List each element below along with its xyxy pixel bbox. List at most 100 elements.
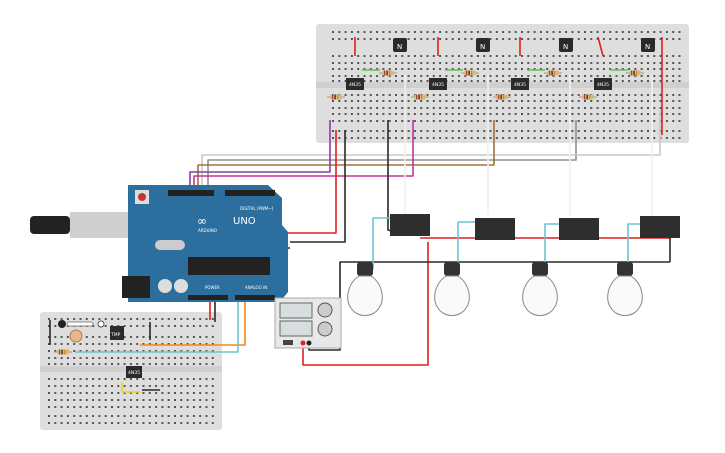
- npn-transistor[interactable]: [393, 38, 407, 52]
- hole: [205, 343, 208, 345]
- hole: [98, 422, 101, 424]
- wire-yellow[interactable]: [121, 382, 140, 393]
- optocoupler[interactable]: [346, 78, 364, 90]
- resistor[interactable]: [411, 94, 429, 100]
- wire-red-supply[interactable]: [302, 242, 429, 366]
- wire-cyan-bulb[interactable]: [457, 221, 478, 270]
- npn-transistor[interactable]: [476, 38, 490, 52]
- hole: [565, 120, 568, 122]
- resistor[interactable]: [579, 94, 597, 100]
- hole: [211, 318, 214, 320]
- hole: [602, 107, 605, 109]
- hole: [66, 399, 69, 401]
- hole: [609, 75, 612, 77]
- resistor[interactable]: [461, 70, 479, 76]
- hole: [609, 55, 612, 57]
- optocoupler[interactable]: [126, 366, 142, 378]
- temperature-sensor[interactable]: [110, 326, 124, 340]
- light-bulb[interactable]: [522, 275, 558, 316]
- current-knob[interactable]: [317, 321, 333, 337]
- power-supply[interactable]: [274, 297, 342, 349]
- hole: [332, 120, 334, 122]
- light-bulb[interactable]: [347, 275, 383, 316]
- voltage-knob[interactable]: [317, 302, 333, 318]
- hole: [502, 137, 505, 139]
- optocoupler[interactable]: [594, 78, 612, 90]
- wire-orange[interactable]: [140, 300, 246, 346]
- hole: [571, 68, 574, 70]
- resistor[interactable]: [379, 70, 397, 76]
- wire-red-5v[interactable]: [278, 130, 337, 234]
- resistor[interactable]: [327, 94, 345, 100]
- photoresistor[interactable]: [69, 329, 83, 343]
- light-bulb[interactable]: [434, 275, 470, 316]
- relay[interactable]: [475, 218, 515, 240]
- wire-black-gnd[interactable]: [290, 130, 346, 243]
- hole: [476, 137, 479, 139]
- hole: [621, 137, 624, 139]
- optocoupler[interactable]: [429, 78, 447, 90]
- hole: [211, 392, 214, 394]
- wire-cyan[interactable]: [75, 300, 239, 353]
- hole: [136, 325, 139, 327]
- hole: [445, 38, 448, 40]
- wire-cyan-bulb[interactable]: [544, 223, 561, 270]
- npn-transistor[interactable]: [559, 38, 573, 52]
- hole: [565, 130, 568, 132]
- hole: [653, 113, 656, 115]
- resistor[interactable]: [626, 70, 644, 76]
- power-header: [188, 295, 228, 300]
- hole: [502, 107, 505, 109]
- hole: [445, 31, 448, 33]
- hole: [211, 378, 214, 380]
- reset-button-cap[interactable]: [138, 193, 146, 201]
- positive-terminal[interactable]: [300, 340, 306, 346]
- hole: [565, 55, 568, 57]
- resistor[interactable]: [493, 94, 511, 100]
- hole: [672, 55, 675, 57]
- hole: [60, 343, 63, 345]
- hole: [502, 62, 505, 64]
- relay[interactable]: [559, 218, 599, 240]
- wire-red-jumper[interactable]: [597, 36, 604, 57]
- hole: [344, 80, 347, 82]
- hole: [192, 406, 195, 408]
- resistor[interactable]: [54, 349, 72, 355]
- hole: [104, 343, 107, 345]
- hole: [464, 113, 467, 115]
- hole: [640, 100, 643, 102]
- optocoupler[interactable]: [511, 78, 529, 90]
- wire-gray[interactable]: [207, 120, 577, 190]
- light-bulb[interactable]: [607, 275, 643, 316]
- wire-purple[interactable]: [189, 120, 331, 190]
- wire-magenta[interactable]: [193, 120, 414, 190]
- hole: [174, 343, 176, 345]
- relay[interactable]: [640, 216, 680, 238]
- hole: [388, 100, 391, 102]
- wire-brown[interactable]: [197, 120, 495, 190]
- hole: [420, 80, 423, 82]
- hole: [647, 113, 649, 115]
- hole: [495, 68, 498, 70]
- slider[interactable]: [66, 321, 94, 327]
- power-switch[interactable]: [283, 340, 293, 345]
- top-breadboard[interactable]: [316, 24, 689, 143]
- hole: [382, 31, 385, 33]
- hole: [439, 107, 442, 109]
- npn-transistor[interactable]: [641, 38, 655, 52]
- hole: [129, 325, 132, 327]
- potentiometer-knob[interactable]: [58, 320, 66, 328]
- relay[interactable]: [390, 214, 430, 236]
- wire-cyan-bulb[interactable]: [627, 223, 644, 270]
- arduino-uno[interactable]: DIGITAL (PWM~) ∞ UNO ARDUINO POWER ANALO…: [30, 185, 288, 302]
- wire-cyan-bulb[interactable]: [372, 217, 392, 270]
- bulb-socket: [617, 262, 633, 276]
- resistor[interactable]: [544, 70, 562, 76]
- hole: [167, 343, 170, 345]
- hole: [401, 68, 404, 70]
- hole: [508, 100, 511, 102]
- hole: [546, 120, 549, 122]
- hole: [401, 55, 404, 57]
- negative-terminal[interactable]: [306, 340, 312, 346]
